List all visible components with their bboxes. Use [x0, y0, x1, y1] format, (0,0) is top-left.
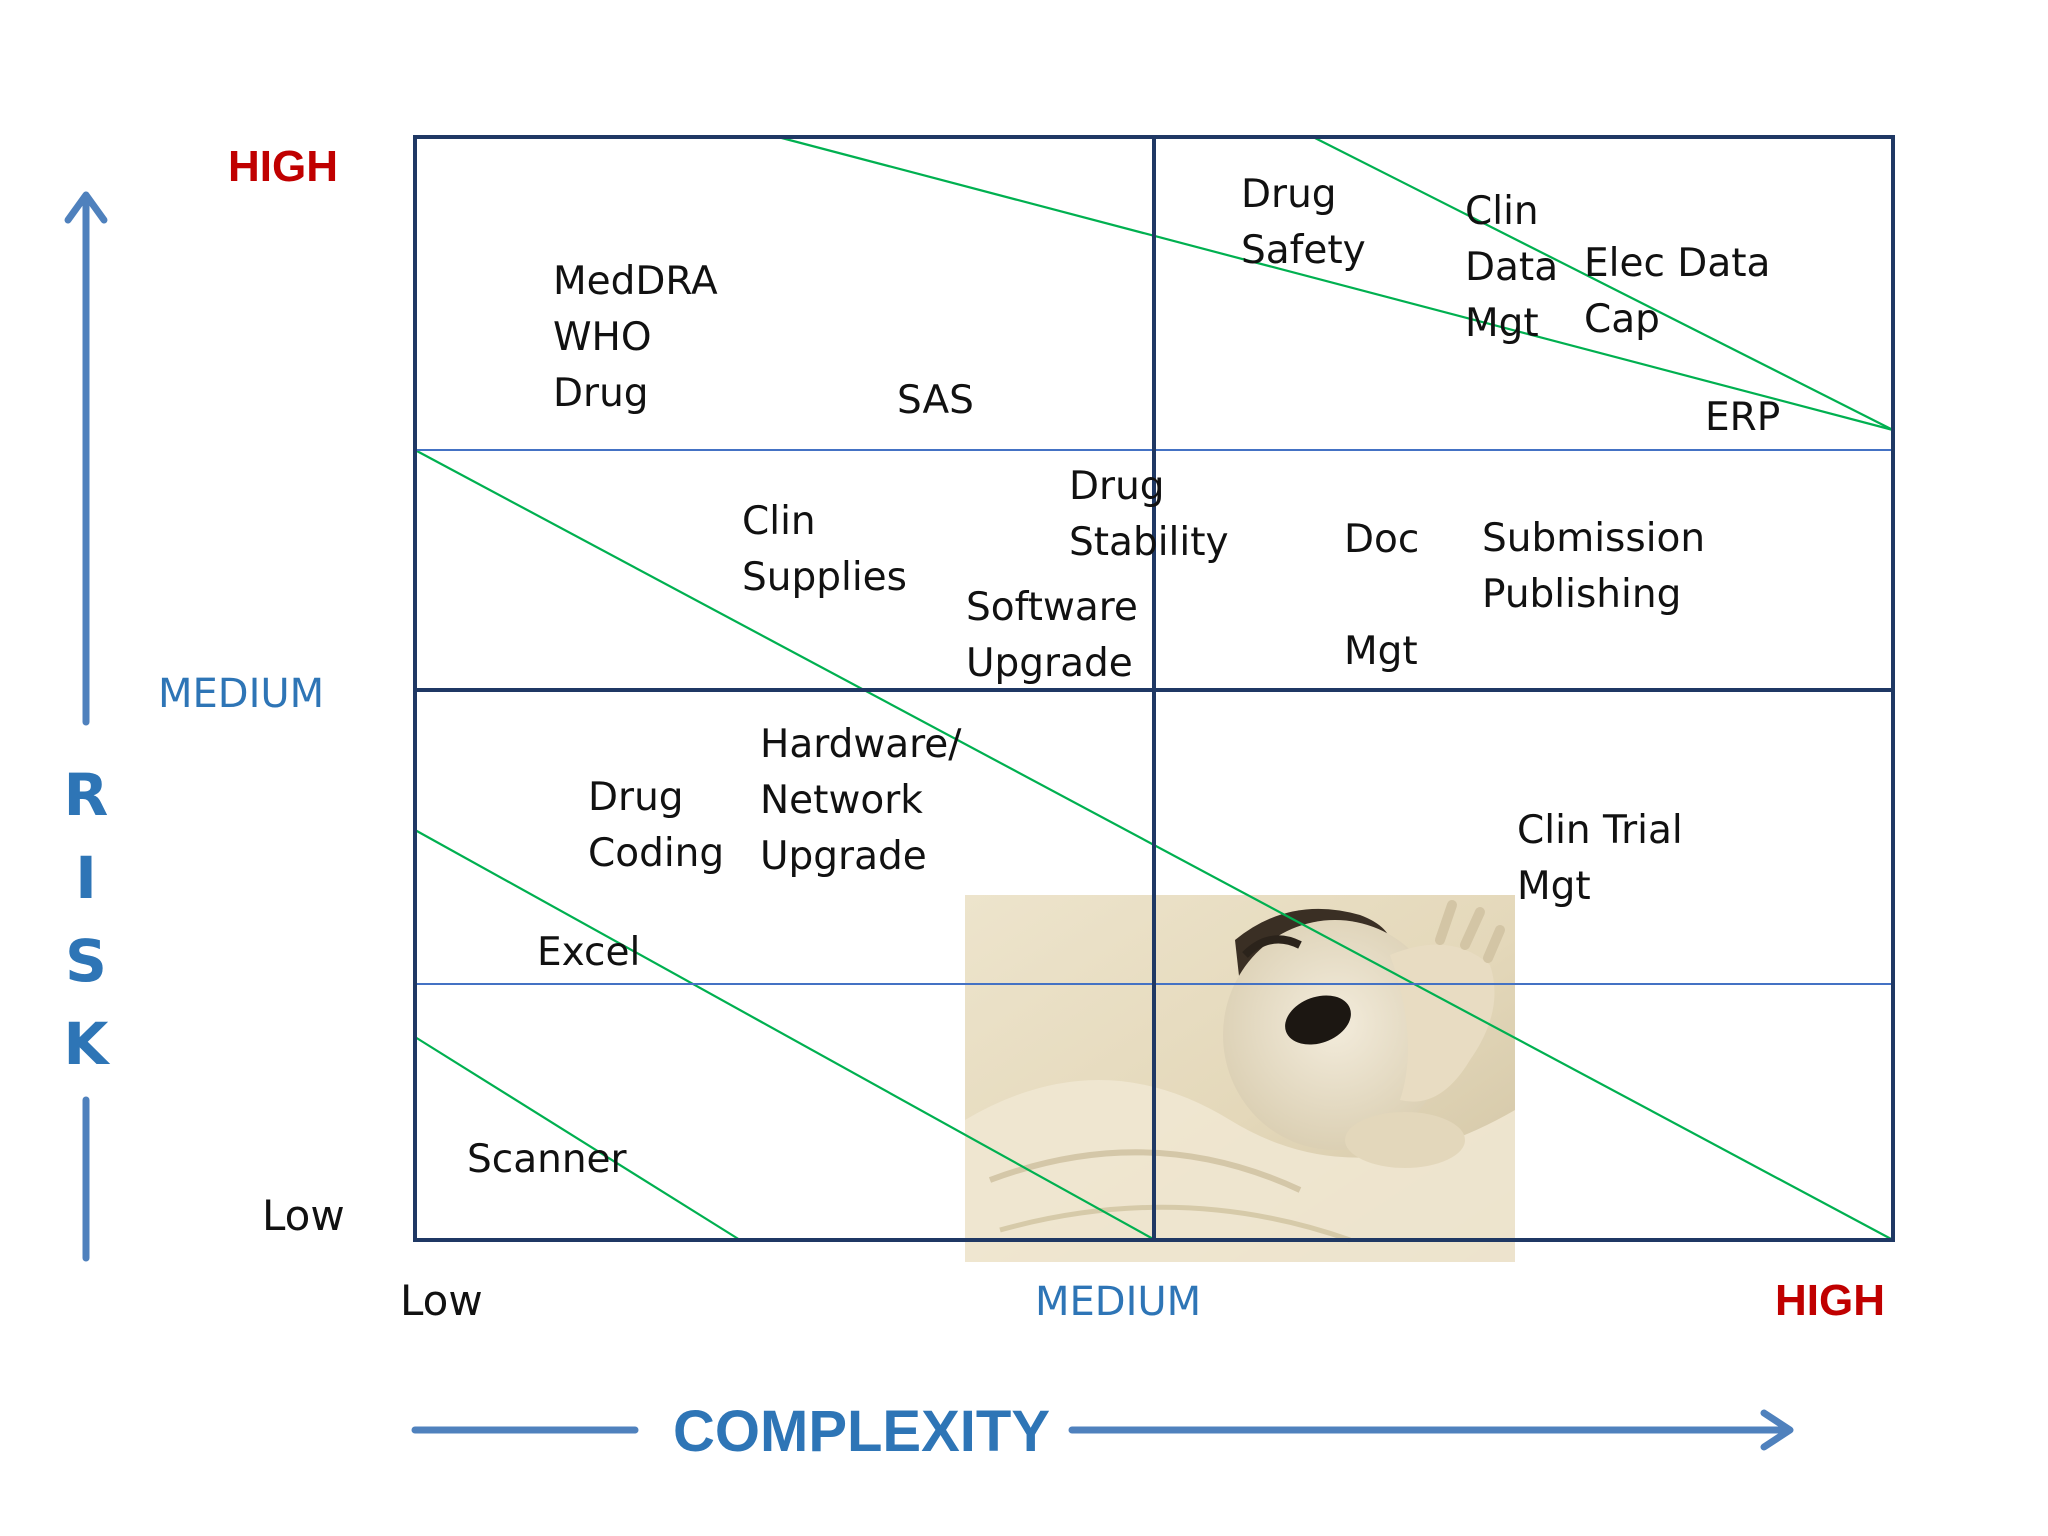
item-doc-mgt: Doc Mgt	[1344, 517, 1432, 674]
risk-letter-k: K	[64, 1010, 111, 1078]
complexity-high-label: HIGH	[1775, 1276, 1885, 1325]
main-grid	[413, 135, 1895, 1242]
item-drug-coding: Drug Coding	[588, 775, 724, 876]
complexity-low-label: Low	[400, 1276, 483, 1325]
risk-high-label: HIGH	[228, 142, 338, 191]
diagonal-line-5	[414, 1036, 741, 1241]
item-clin-supplies: Clin Supplies	[742, 499, 907, 600]
complexity-axis-title: COMPLEXITY	[673, 1399, 1050, 1464]
item-clin-data-mgt: Clin Data Mgt	[1465, 189, 1571, 346]
item-excel: Excel	[537, 930, 640, 975]
item-submission-publishing: Submission Publishing	[1482, 516, 1718, 617]
item-drug-safety: Drug Safety	[1241, 172, 1366, 273]
item-scanner: Scanner	[467, 1137, 628, 1182]
risk-letter-i: I	[75, 844, 97, 912]
item-clin-trial-mgt: Clin Trial Mgt	[1517, 808, 1695, 909]
risk-low-label: Low	[262, 1191, 345, 1240]
item-elec-data-cap: Elec Data Cap	[1584, 241, 1783, 342]
risk-letter-r: R	[64, 761, 109, 829]
diagonal-line-4	[414, 829, 1156, 1241]
diagonal-line-2	[1312, 136, 1894, 431]
complexity-axis-arrow	[411, 1409, 1794, 1451]
item-drug-stability: Drug Stability	[1069, 464, 1229, 565]
item-hardware-network-upgrade: Hardware/ Network Upgrade	[760, 722, 974, 879]
risk-letter-s: S	[65, 927, 107, 995]
item-erp: ERP	[1705, 395, 1780, 440]
risk-axis-arrow	[64, 191, 108, 1262]
risk-medium-label: MEDIUM	[158, 671, 324, 717]
item-software-upgrade: Software Upgrade	[966, 585, 1150, 686]
diagonal-line-1	[777, 135, 1894, 432]
item-meddra-who-drug: MedDRA WHO Drug	[553, 259, 730, 416]
item-sas: SAS	[897, 378, 974, 423]
complexity-medium-label: MEDIUM	[1035, 1279, 1201, 1325]
sleeping-baby-photo	[965, 895, 1515, 1262]
